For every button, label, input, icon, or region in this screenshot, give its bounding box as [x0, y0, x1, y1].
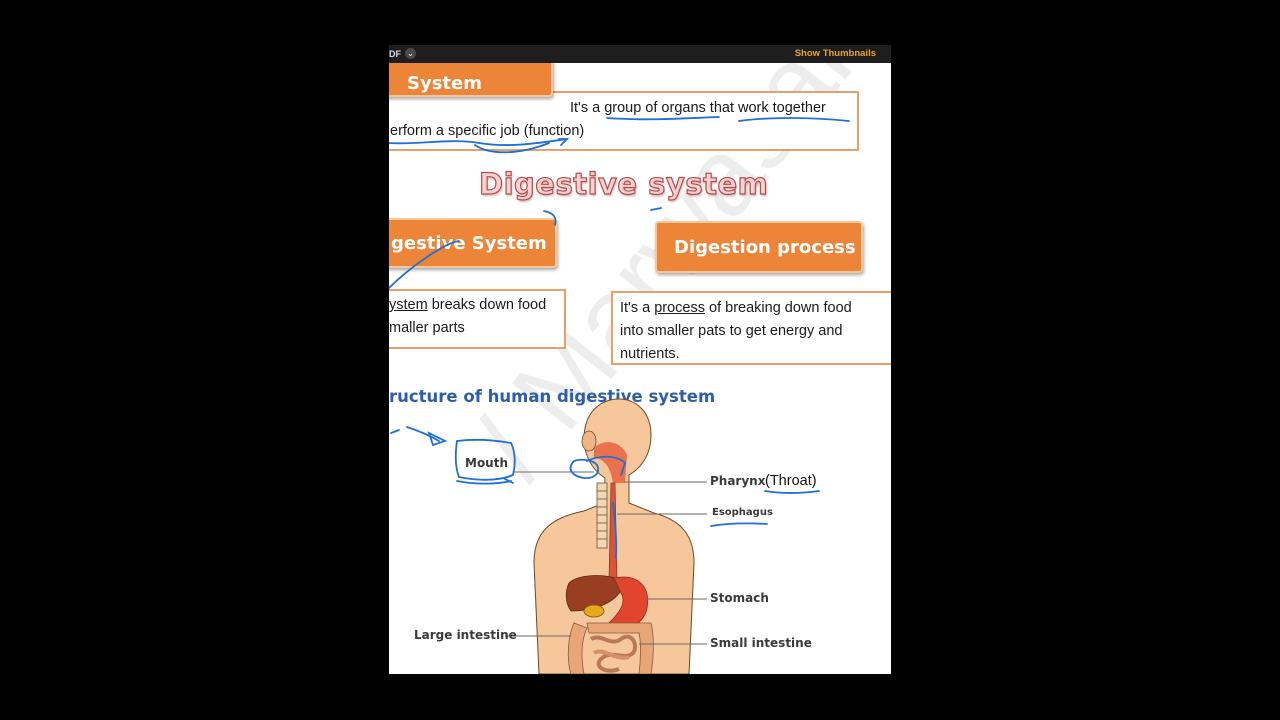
large-intestine-label: Large intestine [414, 628, 517, 642]
digestive-system-text-box: ystem breaks down food maller parts [389, 289, 566, 349]
viewer-toolbar: DF ⌄ Show Thumbnails [389, 45, 891, 63]
digestion-process-line1: It's a process of breaking down food [620, 297, 852, 320]
esophagus-shape [608, 482, 618, 584]
document-page: / Marwasam/ It's a group of organs that … [389, 63, 891, 674]
digestion-process-header-text: Digestion process [674, 236, 856, 258]
page-title: Digestive system [478, 166, 769, 201]
digestion-process-line1-post: of breaking down food [704, 300, 852, 316]
chevron-down-icon[interactable]: ⌄ [405, 48, 416, 59]
digestive-system-text-line1: ystem breaks down food [389, 294, 546, 317]
leader-lines [505, 471, 707, 645]
digestive-system-line1-rest: breaks down food [427, 297, 547, 313]
structure-heading: ructure of human digestive system [389, 387, 716, 406]
document-menu[interactable]: DF ⌄ [389, 48, 416, 59]
digestive-system-underlined: ystem [389, 297, 428, 313]
system-header: System [389, 63, 553, 97]
throat-annotation: (Throat) [765, 473, 817, 489]
stomach-label: Stomach [710, 591, 769, 605]
esophagus-label: Esophagus [712, 507, 773, 518]
large-intestine-shape [567, 622, 654, 674]
digestive-system-header-text: gestive System [391, 232, 547, 254]
pharynx-label: Pharynx [710, 474, 766, 488]
pdf-viewer: DF ⌄ Show Thumbnails / Marwasam/ It's a … [389, 45, 891, 674]
system-definition-box: It's a group of organs that work togethe… [389, 91, 859, 151]
digestion-process-line1-pre: It's a [620, 300, 655, 316]
show-thumbnails-button[interactable]: Show Thumbnails [794, 48, 876, 59]
digestive-system-text-line2: maller parts [389, 320, 465, 336]
pancreas-shape [583, 604, 605, 618]
digestion-process-underlined: process [654, 300, 705, 316]
trachea-shape [596, 482, 608, 549]
digestive-system-header: gestive System [389, 218, 557, 268]
stomach-shape [608, 576, 649, 629]
oral-cavity [594, 442, 627, 483]
digestion-process-line3: nutrients. [620, 346, 680, 362]
small-intestine-shape [589, 634, 638, 673]
system-header-text: System [407, 72, 482, 94]
system-definition-line1: It's a group of organs that work togethe… [570, 100, 826, 116]
body-silhouette [533, 398, 695, 674]
document-label: DF [389, 48, 401, 59]
digestive-diagram [389, 116, 850, 674]
digestion-process-header: Digestion process [655, 221, 863, 273]
liver-shape [565, 575, 625, 612]
ear-shape [581, 430, 597, 452]
digestion-process-text-box: It's a process of breaking down food int… [611, 291, 891, 365]
system-definition-line2: erform a specific job (function) [390, 123, 585, 139]
digestion-process-line2: into smaller pats to get energy and [620, 323, 843, 339]
small-intestine-label: Small intestine [710, 636, 812, 650]
mouth-label: Mouth [465, 456, 509, 470]
